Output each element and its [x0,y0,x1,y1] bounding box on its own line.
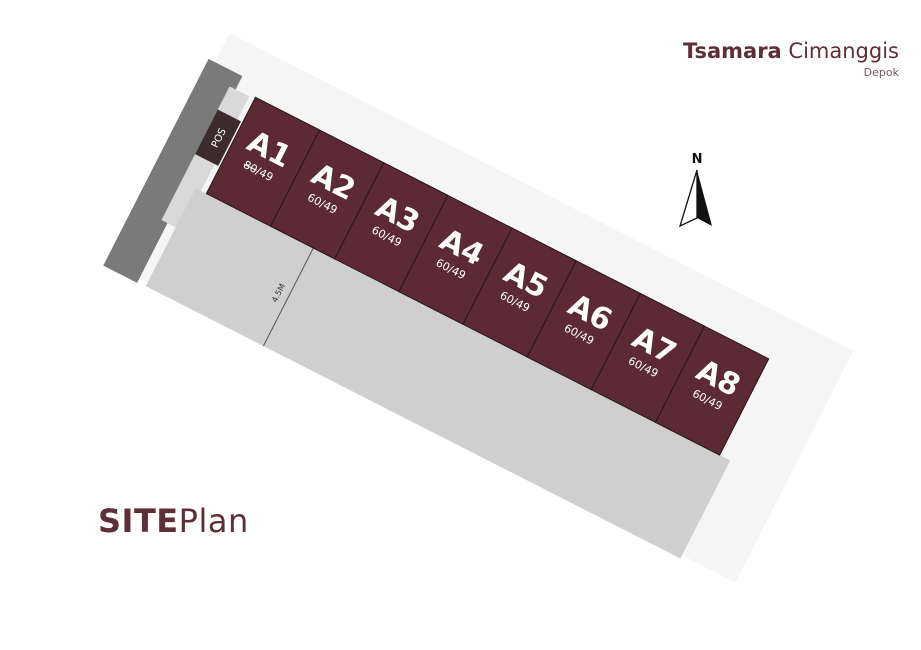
brand-name: Tsamara Cimanggis [683,38,899,64]
brand-city: Depok [863,66,899,79]
north-label: N [692,152,703,167]
road-width-marker [262,247,314,347]
site-plan-title: SITEPlan [98,502,249,540]
brand-name-regular: Cimanggis [788,39,899,63]
compass-right-half [697,170,712,226]
north-compass: N [678,152,712,228]
brand-header: Tsamara Cimanggis Depok [683,38,899,79]
access-road [145,188,731,559]
brand-name-bold: Tsamara [682,39,782,63]
guard-post [195,109,241,166]
compass-left-half [678,169,698,228]
lot-parcel [654,325,770,456]
site-plan-title-regular: Plan [178,502,249,540]
boundary-wall [103,58,243,283]
site-plan-title-bold: SITE [98,502,179,540]
